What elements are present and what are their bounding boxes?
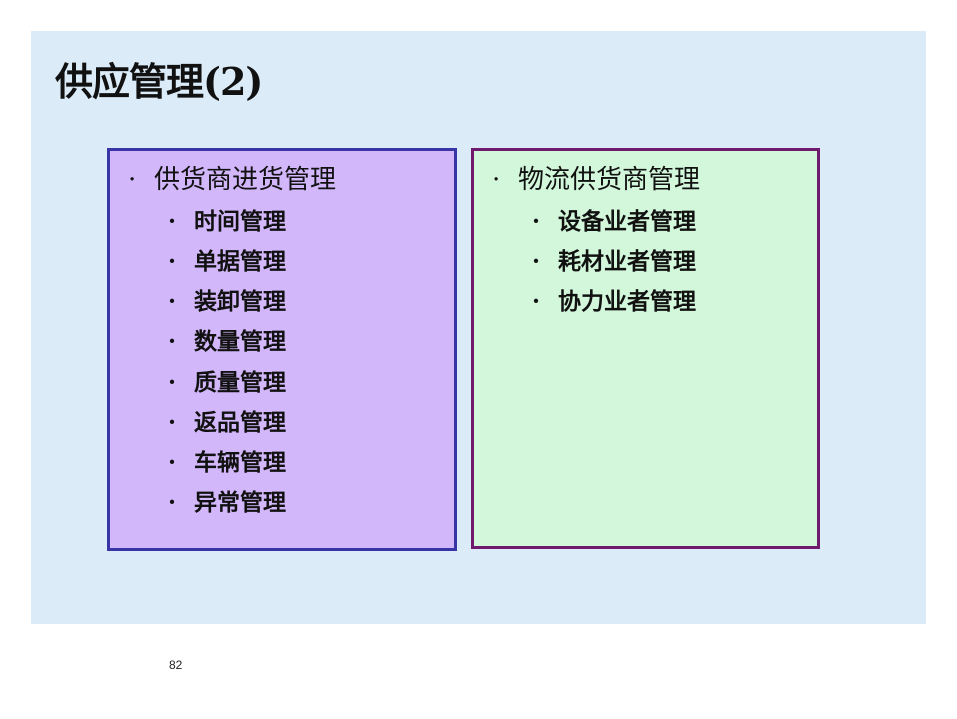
list-item: ·装卸管理: [168, 288, 286, 315]
list-item: ·设备业者管理: [532, 208, 696, 235]
list-item: ·质量管理: [168, 369, 286, 396]
bullet-icon: ·: [128, 165, 137, 195]
list-item: ·协力业者管理: [532, 288, 696, 315]
list-item: ·数量管理: [168, 328, 286, 355]
bullet-icon: ·: [168, 248, 177, 275]
list-item: ·单据管理: [168, 248, 286, 275]
list-item: ·耗材业者管理: [532, 248, 696, 275]
bullet-icon: ·: [168, 449, 177, 476]
left-heading-text: 供货商进货管理: [154, 165, 337, 195]
bullet-icon: ·: [532, 208, 541, 235]
bullet-icon: ·: [168, 489, 177, 516]
logistics-supplier-box: · 物流供货商管理 ·设备业者管理 ·耗材业者管理 ·协力业者管理: [471, 148, 820, 549]
list-item: ·车辆管理: [168, 449, 286, 476]
bullet-icon: ·: [492, 165, 501, 195]
bullet-icon: ·: [168, 208, 177, 235]
page-number: 82: [169, 658, 183, 672]
right-heading: · 物流供货商管理: [492, 159, 700, 196]
left-heading: · 供货商进货管理: [128, 159, 336, 196]
list-item: ·时间管理: [168, 208, 286, 235]
slide-title: 供应管理(2): [55, 59, 263, 104]
list-item: ·异常管理: [168, 489, 286, 516]
supplier-inbound-box: · 供货商进货管理 ·时间管理 ·单据管理 ·装卸管理 ·数量管理 ·质量管理 ·…: [107, 148, 457, 551]
bullet-icon: ·: [168, 409, 177, 436]
list-item: ·返品管理: [168, 409, 286, 436]
bullet-icon: ·: [168, 288, 177, 315]
slide-panel: 供应管理(2) · 供货商进货管理 ·时间管理 ·单据管理 ·装卸管理 ·数量管理…: [31, 31, 926, 624]
bullet-icon: ·: [532, 288, 541, 315]
right-heading-text: 物流供货商管理: [518, 165, 701, 195]
bullet-icon: ·: [532, 248, 541, 275]
bullet-icon: ·: [168, 328, 177, 355]
bullet-icon: ·: [168, 369, 177, 396]
